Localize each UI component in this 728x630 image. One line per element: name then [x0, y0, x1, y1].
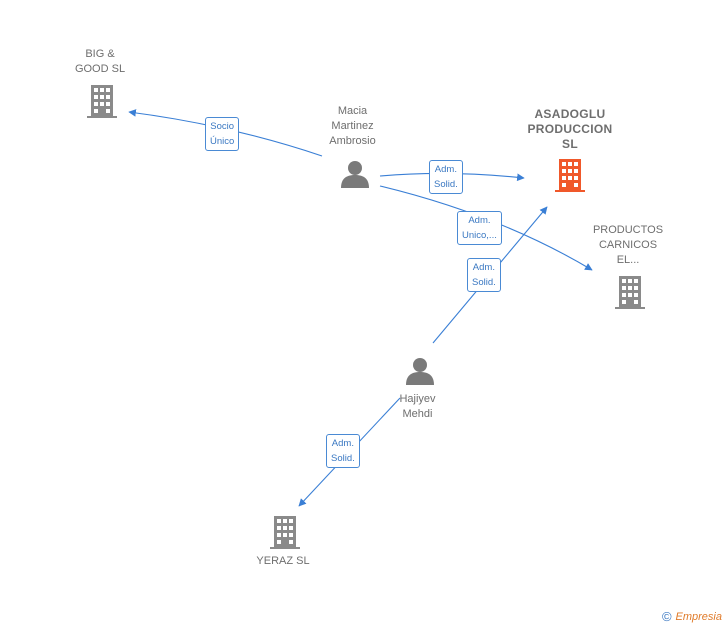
- person-icon-macia[interactable]: [341, 161, 369, 188]
- building-icon-yeraz[interactable]: [270, 516, 300, 549]
- copyright-icon: ©: [661, 609, 672, 624]
- edge-label-adm-solid-yeraz: Adm. Solid.: [326, 434, 360, 468]
- node-label-hajiyev[interactable]: Hajiyev Mehdi: [399, 393, 436, 420]
- brand-name: Empresia: [675, 610, 722, 623]
- edge-label-socio-unico: Socio Único: [205, 117, 240, 151]
- node-label-asadoglu[interactable]: ASADOGLU PRODUCCION SL: [527, 107, 613, 151]
- node-label-yeraz[interactable]: YERAZ SL: [256, 555, 310, 567]
- building-icon-productos[interactable]: [615, 276, 645, 309]
- edge-label-adm-solid-macia: Adm. Solid.: [429, 160, 463, 194]
- brand-footer: © Empresia: [662, 609, 722, 624]
- person-icon-hajiyev[interactable]: [406, 358, 434, 385]
- building-icon-asadoglu[interactable]: [555, 159, 585, 192]
- node-label-macia[interactable]: Macia Martinez Ambrosio: [329, 105, 376, 147]
- building-icon-bigood[interactable]: [87, 85, 117, 118]
- node-label-bigood[interactable]: BIG & GOOD SL: [74, 48, 126, 75]
- edge-label-adm-unico: Adm. Unico,...: [457, 211, 502, 245]
- node-label-productos[interactable]: PRODUCTOS CARNICOS EL...: [592, 224, 664, 266]
- edge-label-adm-solid-hajiyev: Adm. Solid.: [467, 258, 501, 292]
